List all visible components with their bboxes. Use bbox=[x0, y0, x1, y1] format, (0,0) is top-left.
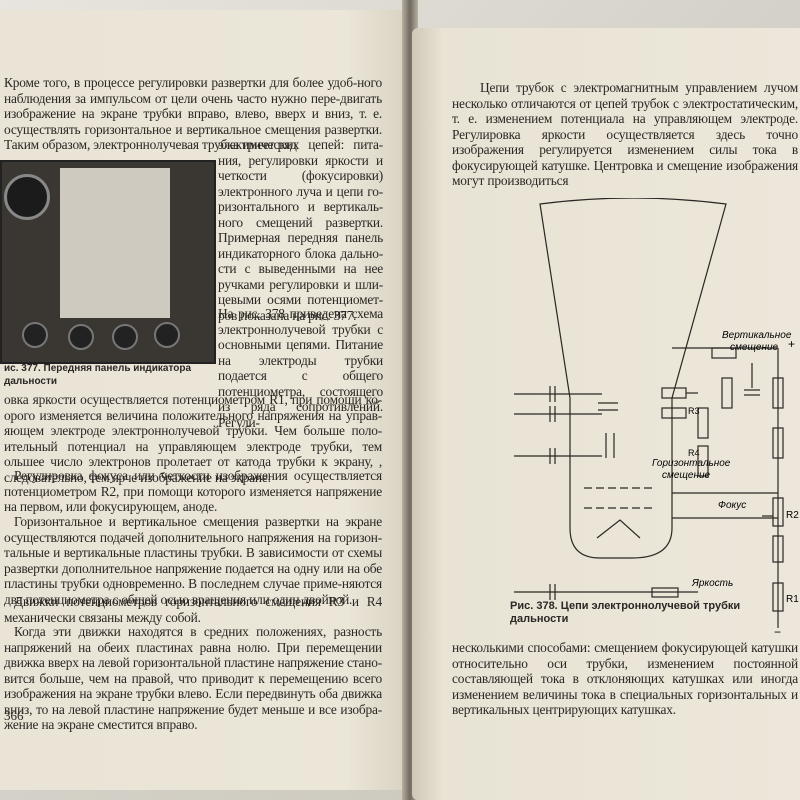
label-vertical-2: смещение bbox=[730, 342, 779, 353]
right-para-2: несколькими способами: смещением фокусир… bbox=[452, 640, 798, 717]
knob-icon bbox=[68, 324, 94, 350]
figure-377-photo bbox=[0, 160, 216, 364]
figure-378-circuit-diagram: Вертикальное смещение Горизонтальное сме… bbox=[514, 198, 799, 638]
label-minus: − bbox=[774, 625, 781, 638]
page-number: 366 bbox=[4, 708, 24, 723]
left-para-1: Кроме того, в процессе регулировки разве… bbox=[4, 75, 382, 152]
left-para-1-cont: электрических цепей: пита-ния, регулиров… bbox=[218, 137, 383, 323]
label-plus: + bbox=[788, 337, 795, 351]
label-r3: R3 bbox=[688, 406, 700, 416]
left-para-5: Горизонтальное и вертикальное смещения р… bbox=[4, 514, 382, 607]
figure-377-caption: ис. 377. Передняя панель индикатора даль… bbox=[4, 363, 192, 387]
label-vertical: Вертикальное bbox=[722, 330, 792, 341]
figure-378-caption: Рис. 378. Цепи электроннолучевой трубки … bbox=[510, 600, 741, 625]
knob-icon bbox=[154, 322, 180, 348]
left-para-3: овка яркости осуществляется потенциометр… bbox=[4, 392, 382, 485]
knob-icon bbox=[22, 322, 48, 348]
label-brightness: Яркость bbox=[691, 578, 733, 589]
label-r4: R4 bbox=[688, 448, 700, 458]
left-para-7: Когда эти движки находятся в средних пол… bbox=[4, 624, 382, 732]
label-focus: Фокус bbox=[718, 500, 746, 511]
left-page: Кроме того, в процессе регулировки разве… bbox=[0, 10, 408, 790]
crt-tube-outline bbox=[539, 198, 727, 559]
label-horizontal: Горизонтальное bbox=[652, 458, 731, 469]
left-para-2: На рис. 378 приведена схема электроннолу… bbox=[218, 306, 383, 430]
indicator-screen bbox=[60, 168, 170, 318]
left-para-6: Движки потенциометров горизонтального см… bbox=[4, 594, 382, 625]
label-horizontal-2: смещение bbox=[662, 470, 711, 481]
left-para-4: Регулировка фокуса или четкости изображе… bbox=[4, 468, 382, 514]
connector-icon bbox=[4, 174, 50, 220]
right-page: Цепи трубок с электромагнитным управлени… bbox=[412, 28, 800, 800]
label-r1: R1 bbox=[786, 594, 799, 605]
knob-icon bbox=[112, 324, 138, 350]
label-r2: R2 bbox=[786, 510, 799, 521]
right-para-1: Цепи трубок с электромагнитным управлени… bbox=[452, 80, 798, 188]
